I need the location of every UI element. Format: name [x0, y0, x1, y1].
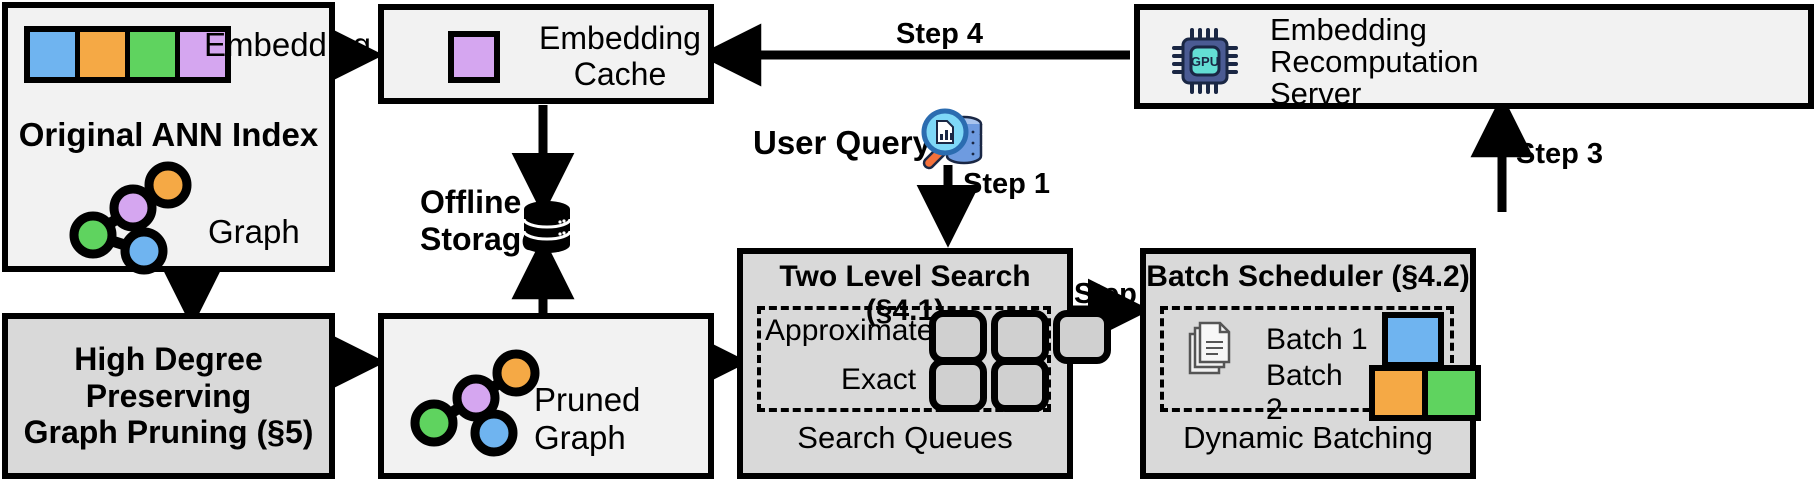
batch-row-1: Batch 1 [1266, 312, 1444, 368]
batch-row-2: Batch 2 [1266, 359, 1481, 427]
batch-2-chip-orange [1369, 365, 1426, 421]
step1-label: Step 1 [963, 168, 1051, 200]
embedding-cell-4 [180, 32, 225, 77]
dynamic-batching-group [1160, 306, 1454, 412]
exact-label: Exact [841, 363, 917, 396]
search-queues-group [757, 306, 1051, 412]
recomputation-server-title: Embedding Recomputation Server [1270, 12, 1479, 111]
magnifier-part [921, 108, 969, 170]
batch-1-chip-blue [1381, 312, 1444, 368]
embedding-cell-3 [130, 32, 180, 77]
graph-pruning-panel: High Degree Preserving Graph Pruning (§5… [2, 313, 335, 479]
gpu-chip-icon: GPU [1172, 28, 1238, 94]
approximate-slot [991, 310, 1049, 364]
embedding-label: Embedding [204, 26, 371, 63]
exact-queue-slots [929, 358, 1049, 412]
batch-scheduler-panel: Batch Scheduler (§4.2) Batch 1 Batch 2 D… [1140, 248, 1481, 479]
query-magnifier-database-icon [921, 108, 983, 170]
approximate-slot [929, 310, 987, 364]
approximate-slot [1053, 310, 1111, 364]
embedding-cell-2 [80, 32, 130, 77]
user-query-label: User Query [753, 124, 931, 161]
two-level-search-panel: Two Level Search (§4.1) Approximate Exac… [737, 248, 1111, 479]
graph-pruning-title: High Degree Preserving Graph Pruning (§5… [23, 341, 314, 451]
gpu-icon-text: GPU [1191, 54, 1219, 69]
approximate-queue-slots [929, 310, 1111, 364]
batch-scheduler-title: Batch Scheduler (§4.2) [1146, 260, 1470, 293]
original-ann-index-title: Original ANN Index [18, 116, 319, 153]
search-queues-footer: Search Queues [797, 420, 1013, 455]
documents-stack-icon [1188, 321, 1231, 375]
database-cylinder-icon [522, 201, 572, 253]
graph-label: Graph [208, 213, 300, 250]
embedding-cache-title: Embedding Cache [539, 20, 701, 93]
embedding-cache-panel: Embedding Cache [378, 4, 714, 104]
batch-2-label: Batch 2 [1266, 359, 1343, 426]
embedding-vector-strip [24, 26, 231, 83]
approximate-label: Approximate [765, 314, 934, 347]
two-level-search-title: Two Level Search (§4.1) [779, 260, 1031, 328]
exact-slot [991, 358, 1049, 412]
original-graph-icon [69, 161, 192, 275]
step4-label: Step 4 [896, 18, 984, 50]
pruned-graph-label: Pruned Graph [534, 381, 641, 456]
step3-label: Step 3 [1516, 138, 1604, 170]
pruned-graph-panel: Pruned Graph [378, 313, 714, 479]
original-ann-index-panel: Embedding Original ANN Index Graph [2, 2, 371, 275]
exact-slot [929, 358, 987, 412]
recomputation-server-panel: GPU Embedding Recomputation Server [1134, 4, 1814, 109]
dynamic-batching-footer: Dynamic Batching [1183, 420, 1433, 455]
batch-1-label: Batch 1 [1266, 323, 1368, 356]
cache-embedding-chip [448, 31, 500, 83]
offline-storage-label: Offline Storage [420, 184, 540, 257]
pruned-graph-icon [410, 349, 540, 457]
embedding-cell-1 [30, 32, 80, 77]
batch-2-chip-green [1425, 365, 1481, 421]
